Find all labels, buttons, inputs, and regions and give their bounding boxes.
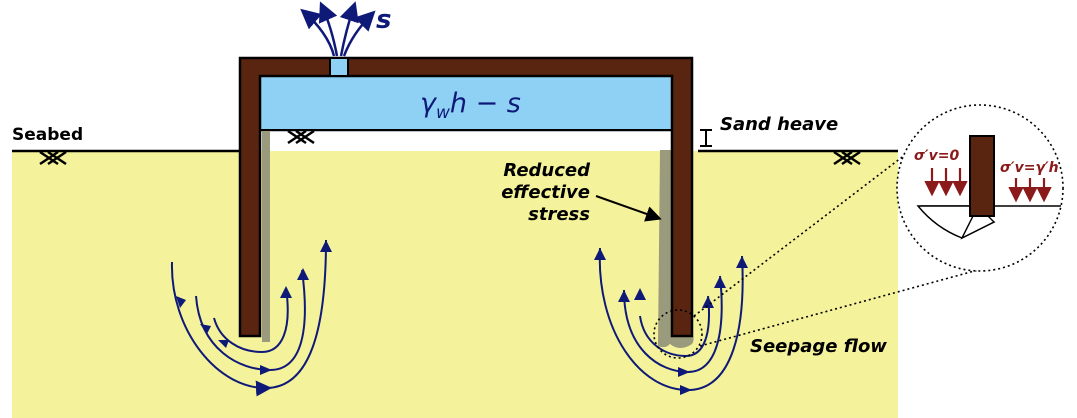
- soil-region: [12, 151, 898, 418]
- seabed-hatch-right: [833, 150, 861, 166]
- reduced-stress-label: Reduced effective stress: [501, 160, 591, 225]
- seepage-lines-right: [594, 247, 748, 395]
- sand-heave-label: Sand heave: [720, 114, 838, 135]
- seabed-label: Seabed: [12, 125, 83, 145]
- reduced-line-3: stress: [528, 204, 590, 225]
- water-pressure-label: γwh − s: [420, 88, 521, 123]
- seabed-hatch-inside: [287, 129, 315, 145]
- reduced-stress-pointer: [595, 195, 662, 222]
- seepage-flow-label: Seepage flow: [750, 336, 887, 357]
- inset-stress-full-label: σ′v=γ′h: [1000, 160, 1059, 176]
- suction-label: s: [376, 5, 391, 35]
- inset-detail: [896, 104, 1064, 272]
- outflow-arrows: [300, 1, 376, 57]
- zoom-line-upper: [693, 147, 915, 317]
- inset-stress-zero-label: σ′v=0: [914, 148, 959, 164]
- gamma-symbol: γ: [420, 88, 438, 119]
- pressure-rest: h − s: [450, 88, 521, 119]
- zoom-line-lower: [699, 269, 979, 347]
- shadow-left-wall: [262, 130, 270, 342]
- shadow-right-wall: [658, 150, 672, 348]
- gamma-subscript: w: [436, 103, 450, 123]
- zoom-circle-small: [653, 309, 703, 359]
- seepage-lines-left: [170, 239, 332, 397]
- caisson-wall: [238, 56, 694, 338]
- sand-heave-marker: [700, 129, 712, 147]
- reduced-line-2: effective: [501, 182, 590, 203]
- suction-outlet: [329, 57, 349, 77]
- seabed-hatch-left: [39, 150, 67, 166]
- reduced-line-1: Reduced: [503, 160, 591, 181]
